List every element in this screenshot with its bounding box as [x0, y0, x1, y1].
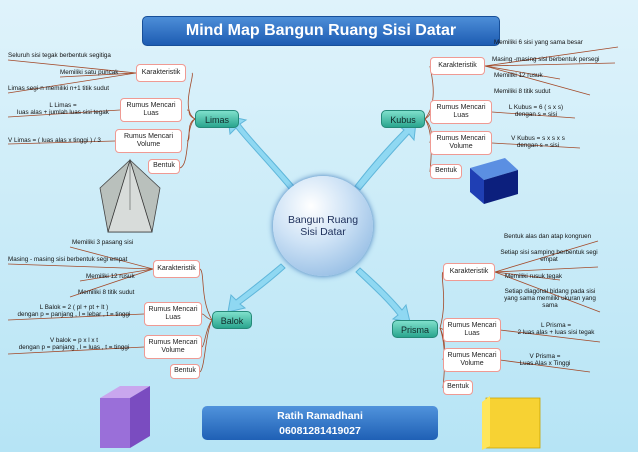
prisma-rumus-luas[interactable]: Rumus Mencari Luas — [443, 318, 501, 342]
limas-luas-formula: L Limas =luas alas + jumlah luas sisi te… — [17, 102, 109, 116]
node-prisma[interactable]: Prisma — [392, 320, 438, 338]
balok-rumus-luas[interactable]: Rumus Mencari Luas — [144, 302, 202, 326]
prisma-ciri-1: Bentuk alas dan atap kongruen — [504, 233, 592, 240]
limas-rumus-luas[interactable]: Rumus Mencari Luas — [120, 98, 182, 122]
author-name: Ratih Ramadhani — [277, 410, 363, 422]
author-id: 06081281419027 — [279, 425, 361, 437]
kubus-karakteristik[interactable]: Karakteristik — [430, 57, 485, 75]
balok-luas-formula: L Balok = 2 ( pl + pt + lt )dengan p = p… — [17, 304, 131, 318]
limas-ciri-1: Seluruh sisi tegak berbentuk segitiga — [8, 52, 111, 59]
page-title: Mind Map Bangun Ruang Sisi Datar — [142, 16, 500, 46]
central-line-2: Sisi Datar — [300, 226, 346, 238]
kubus-ciri-1: Memiliki 6 sisi yang sama besar — [494, 39, 583, 46]
node-limas[interactable]: Limas — [195, 110, 239, 128]
prisma-ciri-3: Memiliki rusuk tegak — [505, 273, 563, 280]
prisma-bentuk[interactable]: Bentuk — [443, 380, 473, 395]
balok-bentuk[interactable]: Bentuk — [170, 364, 200, 379]
central-line-1: Bangun Ruang — [287, 214, 359, 226]
kubus-luas-formula: L Kubus = 6 ( s x s)dengan s = sisi — [508, 104, 564, 118]
balok-ciri-3: Memiliki 12 rusuk — [86, 273, 135, 280]
author-box: Ratih Ramadhani 06081281419027 — [202, 406, 438, 440]
cuboid-shape — [100, 386, 150, 448]
balok-karakteristik[interactable]: Karakteristik — [153, 260, 200, 278]
limas-bentuk[interactable]: Bentuk — [148, 159, 180, 174]
limas-volume-formula: V Limas = ( luas alas x tinggi ) / 3 — [8, 137, 101, 144]
balok-ciri-1: Memiliki 3 pasang sisi — [72, 239, 134, 246]
limas-ciri-2: Memiliki satu puncak — [60, 69, 119, 76]
balok-ciri-4: Memiliki 8 titik sudut — [78, 289, 135, 296]
prisma-rumus-volume[interactable]: Rumus Mencari Volume — [443, 348, 501, 372]
pyramid-shape — [99, 158, 161, 233]
kubus-rumus-luas[interactable]: Rumus Mencari Luas — [430, 100, 492, 124]
kubus-ciri-2: Masing -masing sisi berbentuk persegi — [492, 56, 600, 63]
balok-ciri-2: Masing - masing sisi berbentuk segi empa… — [8, 256, 128, 263]
limas-ciri-3: Limas segi-n memiliki n+1 titik sudut — [8, 85, 109, 92]
prisma-luas-formula: L Prisma =2 luas alas + luas sisi tegak — [517, 322, 595, 336]
prisma-volume-formula: V Prisma =Luas Alas x Tinggi — [519, 353, 571, 367]
kubus-bentuk[interactable]: Bentuk — [430, 164, 462, 179]
node-kubus[interactable]: Kubus — [381, 110, 425, 128]
balok-rumus-volume[interactable]: Rumus Mencari Volume — [144, 335, 202, 359]
limas-rumus-volume[interactable]: Rumus Mencari Volume — [115, 129, 182, 153]
cube-shape — [470, 158, 518, 204]
limas-karakteristik[interactable]: Karakteristik — [136, 64, 186, 82]
prisma-ciri-2: Setiap sisi samping berbentuk segi empat — [500, 249, 598, 263]
prisma-karakteristik[interactable]: Karakteristik — [443, 263, 495, 281]
node-balok[interactable]: Balok — [212, 311, 252, 329]
kubus-ciri-4: Memiliki 8 titik sudut — [494, 88, 551, 95]
prism-shape — [482, 396, 541, 450]
kubus-ciri-3: Memiliki 12 rusuk — [494, 72, 543, 79]
kubus-rumus-volume[interactable]: Rumus Mencari Volume — [430, 131, 492, 155]
prisma-ciri-4: Setiap diagonal bidang pada sisi yang sa… — [504, 288, 596, 309]
